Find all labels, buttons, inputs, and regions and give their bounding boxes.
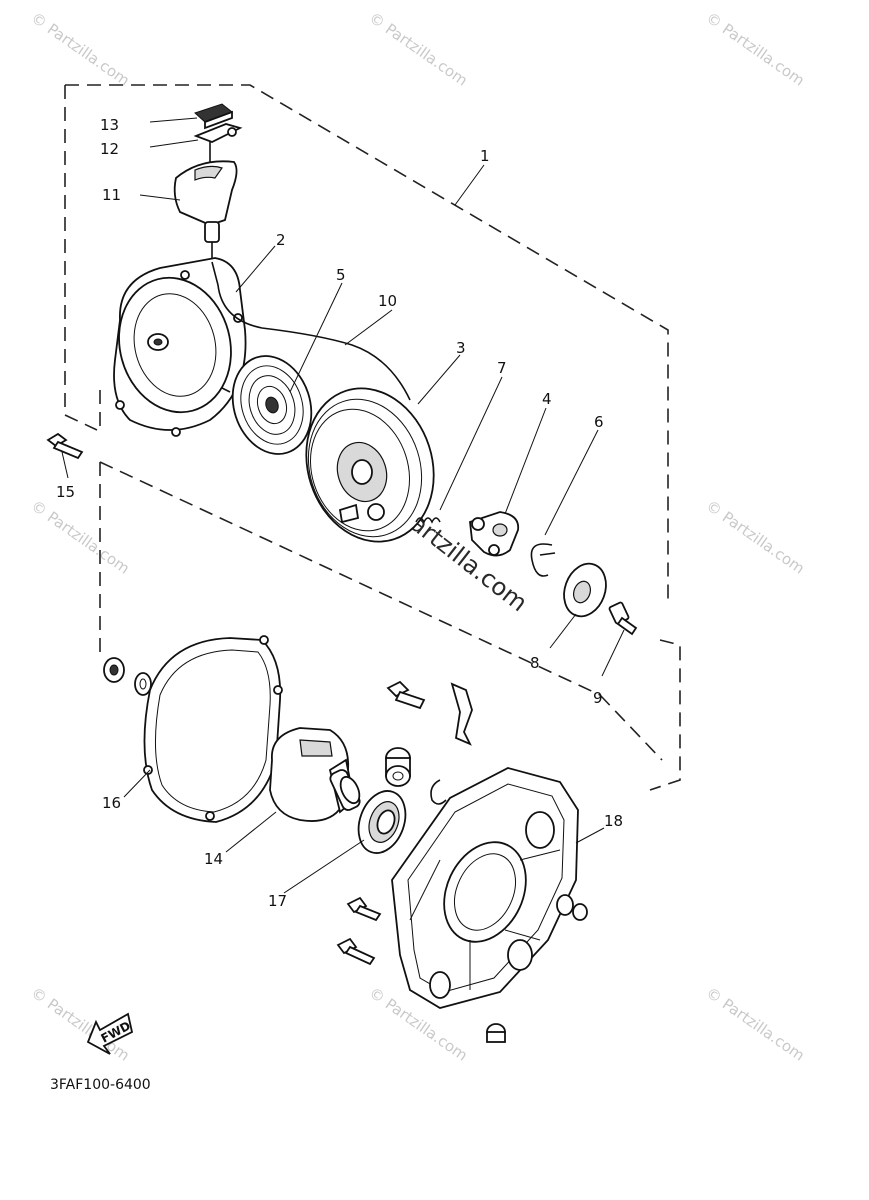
callout-6: 6: [594, 413, 604, 431]
watermark: © Partzilla.com: [703, 497, 808, 578]
part-9-bolt: [608, 601, 638, 636]
part-15-bolt: [46, 432, 84, 460]
callout-11: 11: [102, 186, 121, 204]
leader-lines: [61, 117, 625, 894]
callout-16: 16: [102, 794, 121, 812]
case-screws: [336, 896, 588, 1043]
diagram-code: 3FAF100-6400: [50, 1077, 151, 1093]
assembly-outline: [64, 84, 681, 791]
part-7-spring: [415, 517, 441, 524]
part-2-starter-case: [113, 257, 247, 437]
watermark: © Partzilla.com: [28, 9, 133, 90]
part-5-spiral-spring: [221, 355, 313, 455]
callout-12: 12: [100, 140, 119, 158]
callout-3: 3: [456, 339, 466, 357]
part-10-starter-rope: [211, 261, 411, 401]
part-14-starter-drive: [269, 727, 361, 822]
callout-9: 9: [593, 689, 603, 707]
assembly-outline: [99, 390, 663, 761]
callout-17: 17: [268, 892, 287, 910]
callout-14: 14: [204, 850, 223, 868]
bushing-circlip: [385, 747, 447, 805]
clamp-bolt: [386, 680, 473, 746]
watermark: © Partzilla.com: [703, 9, 808, 90]
callout-18: 18: [604, 812, 623, 830]
callout-7: 7: [497, 359, 507, 377]
callout-8: 8: [530, 654, 540, 672]
watermark: © Partzilla.com: [366, 9, 471, 90]
watermark: © Partzilla.com: [703, 984, 808, 1065]
part-8-plate-washer: [563, 562, 607, 618]
part-6-spring-clip: [530, 543, 556, 577]
callout-13: 13: [100, 116, 119, 134]
part-16-gasket: [143, 635, 283, 823]
callouts: 1 2 3 4 5 6 7 8 9 10 11 12 13 14 15 16 1…: [56, 116, 623, 910]
callout-5: 5: [336, 266, 346, 284]
part-3-pulley: [305, 387, 435, 543]
callout-15: 15: [56, 483, 75, 501]
callout-10: 10: [378, 292, 397, 310]
callout-4: 4: [542, 390, 552, 408]
callout-1: 1: [480, 147, 490, 165]
part-12-rope-retainer: [193, 123, 243, 170]
part-11-starter-handle: [173, 160, 238, 262]
part-13-handle-cap: [194, 103, 234, 130]
part-4-drive-pawl: [469, 511, 520, 557]
callout-2: 2: [276, 231, 286, 249]
part-17-oil-seal: [357, 790, 407, 854]
nut-washer: [103, 657, 152, 696]
part-18-case-cover: [391, 767, 579, 1009]
watermark: © Partzilla.com: [28, 497, 133, 578]
